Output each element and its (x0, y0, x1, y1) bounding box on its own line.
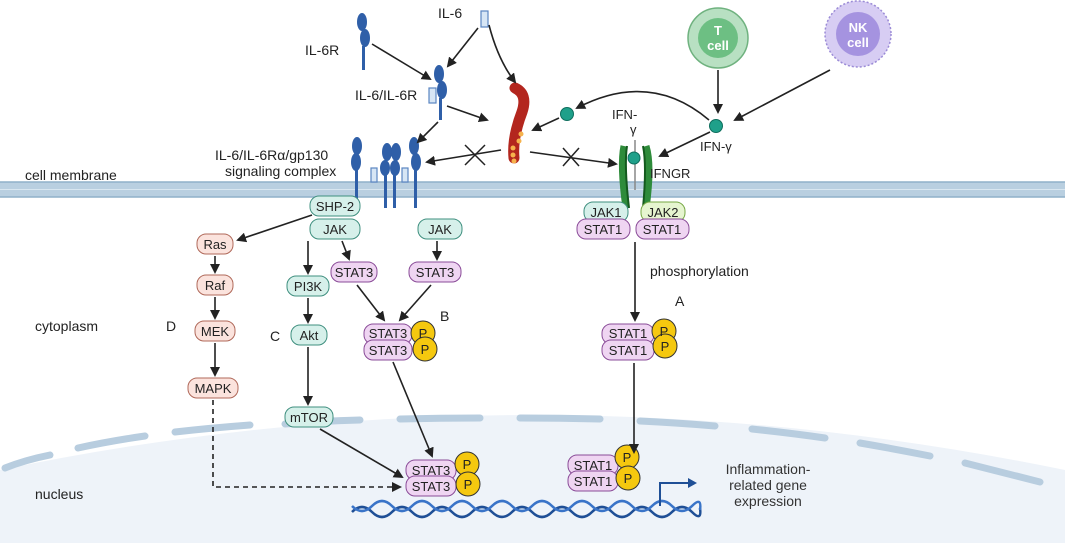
ifn-gamma-dot-right (709, 119, 723, 133)
pathway-d-label: D (166, 318, 176, 334)
complex-label-line1: IL-6/IL-6Rα/gp130 (215, 147, 328, 163)
il6r-receptor (357, 13, 370, 70)
stat3-nuc-phospho-label-2: P (464, 477, 473, 492)
nk-cell-label-1: NK (849, 20, 868, 35)
stat3-dimer-cytoplasm: STAT3 STAT3 P P (363, 320, 438, 362)
stat3-dimer-phospho-label-2: P (421, 342, 430, 357)
il6-il6r-label: IL-6/IL-6R (355, 87, 417, 103)
ras-node (196, 233, 234, 255)
phosphorylation-label: phosphorylation (650, 263, 749, 279)
dna-helix (351, 499, 702, 519)
pathway-c-label: C (270, 328, 280, 344)
il6-il6r-complex (428, 65, 447, 120)
mapk-dashed-path (212, 400, 402, 492)
stat1-dimer-bottom-label: STAT1 (609, 343, 648, 358)
stat1-nuc-top-label: STAT1 (574, 458, 613, 473)
il6r-label: IL-6R (305, 42, 339, 58)
stat1-nuc-phospho-label-2: P (624, 471, 633, 486)
cytoplasm-label: cytoplasm (35, 318, 98, 334)
ras-label: Ras (203, 237, 227, 252)
stat1-dimer-top-label: STAT1 (609, 326, 648, 341)
pi3k-node (286, 275, 330, 297)
t-cell-label-1: T (714, 23, 722, 38)
complex-label-line2: signaling complex (225, 163, 336, 179)
stat3-dimer-bottom-label: STAT3 (369, 343, 408, 358)
gene-expression-line2: related gene (729, 477, 807, 493)
mapk-node (187, 377, 239, 399)
pathway-b-label: B (440, 308, 449, 324)
jak-left-node (309, 218, 361, 240)
inhibitor-molecule (508, 82, 530, 164)
ifngr-receptor (618, 140, 653, 209)
nucleus-label: nucleus (35, 486, 83, 502)
mek-label: MEK (201, 324, 230, 339)
stat1-dimer-phospho-label-1: P (660, 324, 669, 339)
pi3k-label: PI3K (294, 279, 323, 294)
stat1-right-label: STAT1 (643, 222, 682, 237)
nucleus-body (0, 415, 1065, 543)
stat3-nuc-phospho-label-1: P (463, 457, 472, 472)
stat3-nuc-bottom-label: STAT3 (412, 479, 451, 494)
shp2-node (309, 195, 361, 217)
stat3-nuc-top-label: STAT3 (412, 463, 451, 478)
ifn-gamma-right-label: IFN-γ (700, 139, 732, 154)
il6-signaling-complex (351, 137, 421, 208)
ifn-gamma-top-label-1: IFN- (612, 107, 637, 122)
nk-cell-label-2: cell (847, 35, 869, 50)
pathway-a-label: A (675, 293, 685, 309)
cell-membrane-label: cell membrane (25, 167, 117, 183)
t-cell-label-2: cell (707, 38, 729, 53)
gene-expression-line3: expression (734, 493, 802, 509)
raf-node (196, 274, 234, 296)
stat3-right-node (408, 261, 462, 283)
jak2-label: JAK2 (647, 205, 678, 220)
jak-left-label: JAK (323, 222, 347, 237)
t-cell: T cell (687, 7, 749, 69)
stat3-left-node (330, 261, 378, 283)
mek-node (194, 320, 236, 342)
ifn-gamma-top-label-2: γ (630, 122, 637, 137)
stat1-dimer-cytoplasm: STAT1 STAT1 P P (601, 318, 678, 361)
stat3-left-label: STAT3 (335, 265, 374, 280)
ifngr-label: IFNGR (650, 166, 690, 181)
stat3-dimer-phospho-label-1: P (419, 326, 428, 341)
jak-right-node (417, 218, 463, 240)
shp2-label: SHP-2 (316, 199, 354, 214)
mtor-label: mTOR (290, 410, 328, 425)
stat1-left-label: STAT1 (584, 222, 623, 237)
stat1-nuc-bottom-label: STAT1 (574, 474, 613, 489)
stat1-left-node (576, 218, 631, 240)
stat1-right-node (635, 218, 690, 240)
stat3-dimer-nucleus: STAT3 STAT3 P P (405, 451, 481, 497)
il6-label: IL-6 (438, 5, 462, 21)
stat3-right-label: STAT3 (416, 265, 455, 280)
raf-label: Raf (205, 278, 226, 293)
il6-ligand (480, 10, 489, 28)
akt-label: Akt (300, 328, 319, 343)
jak-right-label: JAK (428, 222, 452, 237)
stat1-nuc-phospho-label-1: P (623, 450, 632, 465)
mtor-node (284, 406, 334, 428)
akt-node (290, 324, 328, 346)
stat3-dimer-top-label: STAT3 (369, 326, 408, 341)
gene-expression-line1: Inflammation- (726, 461, 811, 477)
ifn-gamma-dot-free (560, 107, 574, 121)
jak1-label: JAK1 (590, 205, 621, 220)
mapk-label: MAPK (195, 381, 232, 396)
stat1-dimer-phospho-label-2: P (661, 339, 670, 354)
nk-cell: NK cell (824, 0, 892, 68)
transcription-arrow (659, 482, 690, 506)
